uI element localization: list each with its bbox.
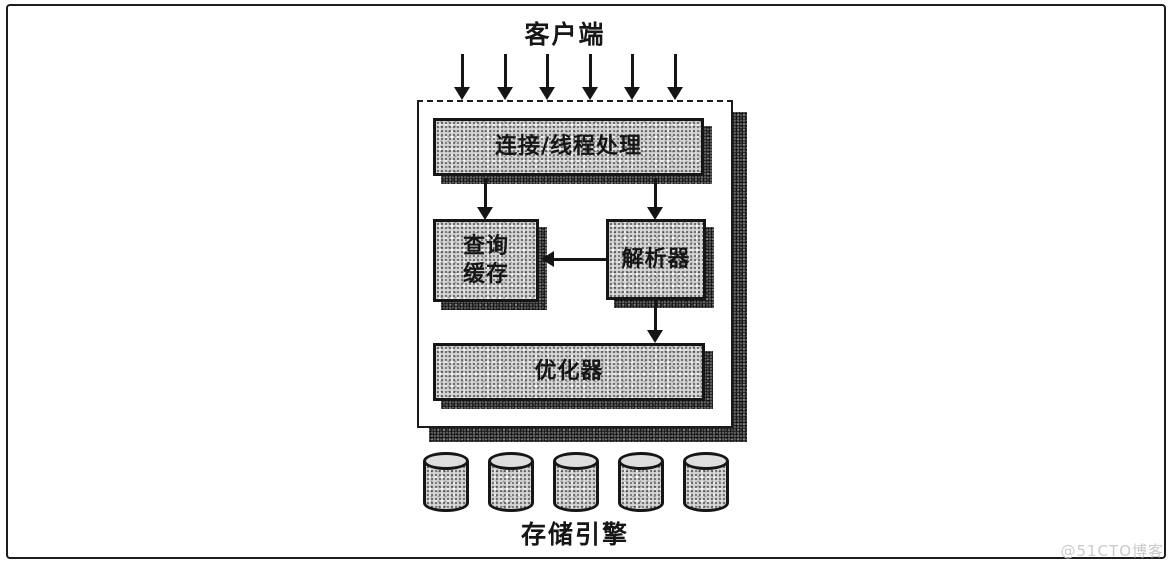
optimizer-box: 优化器 bbox=[433, 343, 705, 401]
watermark: @51CTO博客 bbox=[1060, 542, 1164, 560]
conn-to-querycache-arrow-icon bbox=[477, 178, 493, 220]
storage-cylinder-icon bbox=[488, 452, 534, 512]
client-arrow-down-icon bbox=[667, 54, 683, 100]
storage-cylinder-icon bbox=[683, 452, 729, 512]
parser-label: 解析器 bbox=[621, 246, 691, 272]
storage-cylinder-icon bbox=[553, 452, 599, 512]
storage-cylinder-icon bbox=[423, 452, 469, 512]
connection-thread-box: 连接/线程处理 bbox=[433, 118, 704, 176]
client-arrow-down-icon bbox=[624, 54, 640, 100]
client-label: 客户端 bbox=[524, 20, 606, 49]
client-arrow-down-icon bbox=[582, 54, 598, 100]
storage-cylinder-icon bbox=[618, 452, 664, 512]
parser-to-querycache-arrow-icon bbox=[541, 251, 606, 267]
query-cache-label-line2: 缓存 bbox=[462, 261, 509, 287]
figure-border bbox=[6, 4, 1166, 559]
client-arrow-down-icon bbox=[539, 54, 555, 100]
parser-to-optimizer-arrow-icon bbox=[647, 300, 663, 343]
parser-box: 解析器 bbox=[606, 219, 706, 300]
client-arrow-down-icon bbox=[454, 54, 470, 100]
client-arrow-down-icon bbox=[497, 54, 513, 100]
conn-to-parser-arrow-icon bbox=[647, 178, 663, 220]
query-cache-box: 查询 缓存 bbox=[433, 219, 539, 302]
optimizer-label: 优化器 bbox=[534, 359, 604, 385]
storage-engine-label: 存储引擎 bbox=[520, 520, 629, 549]
query-cache-label-line1: 查询 bbox=[462, 234, 509, 259]
connection-thread-label: 连接/线程处理 bbox=[494, 134, 643, 160]
